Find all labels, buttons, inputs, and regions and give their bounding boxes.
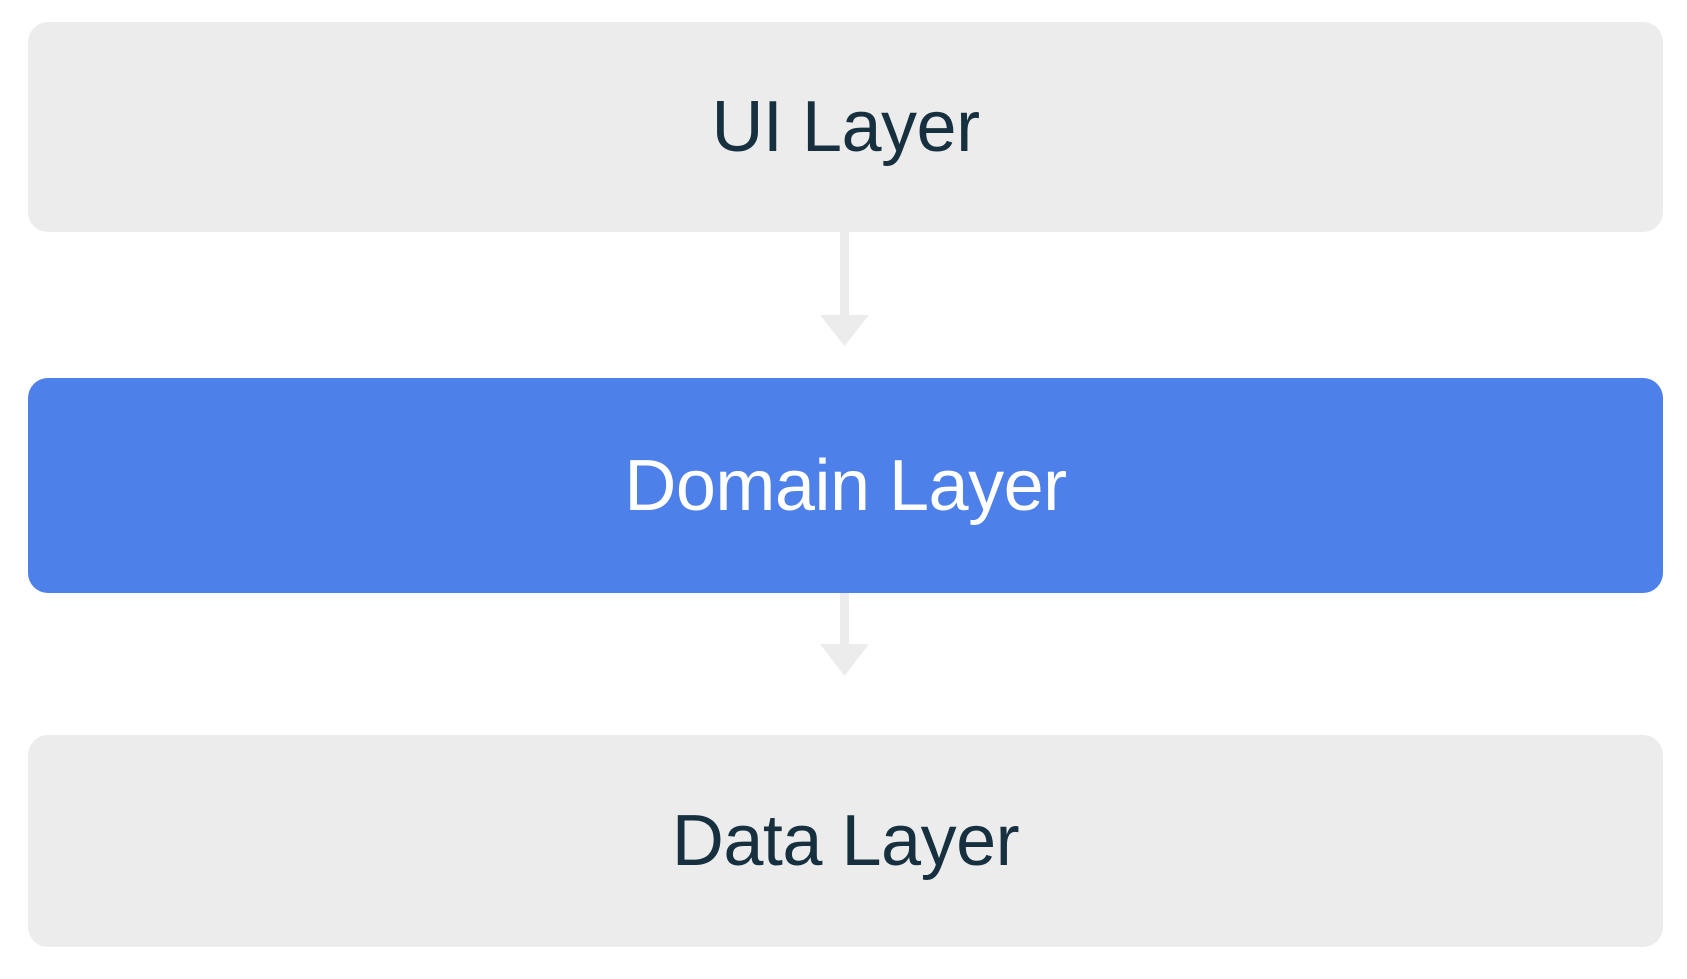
edge-domain-to-data-line: [840, 593, 849, 645]
edge-ui-to-domain-arrowhead-icon: [820, 315, 869, 346]
node-data-layer-label: Data Layer: [671, 801, 1020, 881]
node-ui-layer[interactable]: UI Layer: [28, 22, 1663, 232]
node-ui-layer-label: UI Layer: [711, 87, 980, 167]
edge-domain-to-data-arrowhead-icon: [820, 644, 869, 676]
node-domain-layer[interactable]: Domain Layer: [28, 378, 1663, 593]
edge-ui-to-domain-line: [840, 232, 849, 316]
node-domain-layer-label: Domain Layer: [624, 445, 1067, 526]
node-data-layer[interactable]: Data Layer: [28, 735, 1663, 947]
